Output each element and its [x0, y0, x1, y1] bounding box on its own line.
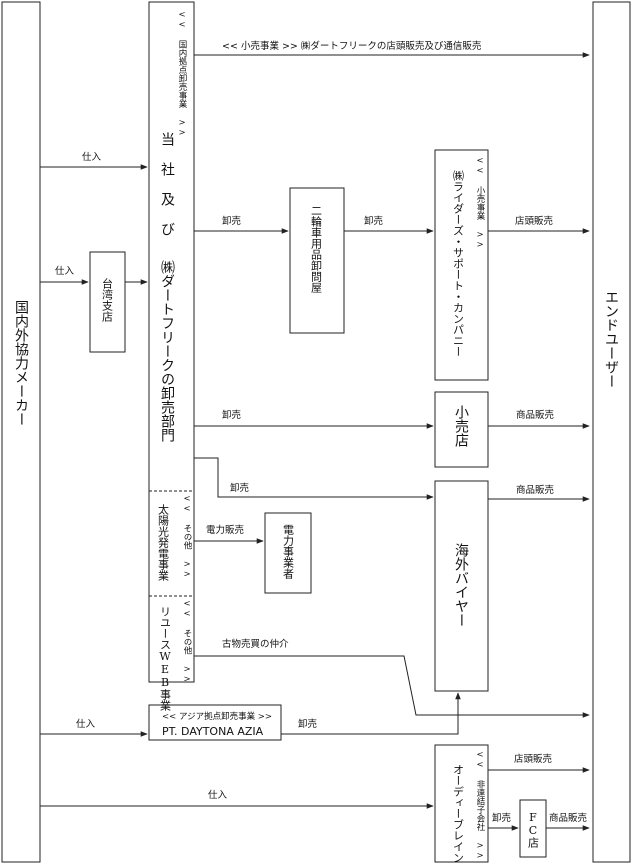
- label-riders-storefront: 店頭販売: [515, 215, 553, 227]
- label-purchase-main: 仕入: [82, 151, 102, 163]
- taiwan-branch-box: [89, 251, 126, 353]
- taiwan-label: 台湾支店: [101, 277, 114, 322]
- solar-tag: << その他 >>: [182, 494, 192, 580]
- retail-shop-label: 小売店: [453, 405, 469, 447]
- wholesaler-box: [289, 187, 345, 334]
- label-power-sales: 電力販売: [206, 524, 244, 536]
- label-top-retail: << 小売事業 >> ㈱ダートフリークの店頭販売及び通信販売: [222, 40, 481, 52]
- label-to-riders: 卸売: [364, 215, 383, 227]
- asia-tag: << アジア拠点卸売事業 >>: [162, 711, 272, 722]
- label-od-storefront: 店頭販売: [514, 753, 552, 765]
- riders-tag: << 小売事業 >>: [475, 156, 485, 250]
- label-purchase-taiwan: 仕入: [55, 265, 75, 277]
- label-to-wholesaler: 卸売: [222, 215, 241, 227]
- maker-label: 国内外協力メーカー: [13, 300, 29, 426]
- wholesaler-label: 二輪車用品卸問屋: [310, 205, 323, 294]
- label-used-goods: 古物売買の仲介: [222, 638, 289, 650]
- maker-box: [1, 1, 41, 863]
- power-company-label: 電力事業者: [282, 524, 295, 580]
- fc-label: FC店: [527, 811, 540, 848]
- odbrain-box: [434, 744, 489, 863]
- label-fc-goods: 商品販売: [549, 812, 587, 824]
- asia-box: [148, 704, 282, 741]
- reuse-label: リユースWEB事業: [158, 606, 171, 711]
- label-to-retail: 卸売: [222, 409, 241, 421]
- main-label-col2: ㈱ダートフリークの卸売部門: [159, 260, 175, 443]
- overseas-buyer-box: [434, 480, 489, 692]
- label-purchase-asia: 仕入: [76, 718, 96, 730]
- retail-shop-box: [434, 391, 489, 468]
- label-retail-goods: 商品販売: [516, 409, 554, 421]
- label-od-to-fc: 卸売: [492, 812, 511, 824]
- main-company-box: [148, 1, 195, 683]
- label-overseas-goods: 商品販売: [516, 484, 554, 496]
- odbrain-label: オーディーブレイン: [452, 764, 465, 863]
- odbrain-tag: << 非連結子会社 >>: [475, 750, 485, 861]
- solar-label: 太陽光発電事業: [157, 504, 170, 581]
- riders-box: [434, 149, 489, 381]
- main-tag: << 国内拠点卸売事業 >>: [177, 10, 187, 138]
- end-user-label: エンドユーザー: [603, 290, 619, 388]
- main-label-col1: 当社及び: [159, 132, 175, 252]
- label-to-overseas: 卸売: [230, 482, 249, 494]
- end-user-box: [592, 1, 631, 863]
- reuse-tag: << その他 >>: [182, 599, 192, 685]
- fc-shop-box: [519, 799, 547, 858]
- riders-label: ㈱ライダーズ・サポート・カンパニー: [452, 170, 465, 357]
- power-company-box: [264, 512, 312, 594]
- edge-asia-to-overseas: [281, 692, 461, 735]
- edge-used-goods: [194, 655, 590, 718]
- overseas-label: 海外バイヤー: [453, 543, 469, 627]
- asia-label: PT. DAYTONA AZIA: [162, 725, 264, 738]
- edge-to-overseas: [194, 457, 434, 500]
- label-purchase-od: 仕入: [208, 789, 228, 801]
- label-asia-wholesale: 卸売: [298, 718, 317, 730]
